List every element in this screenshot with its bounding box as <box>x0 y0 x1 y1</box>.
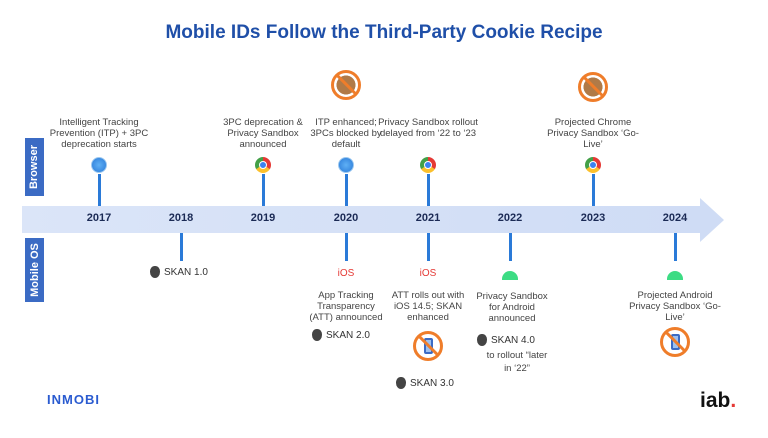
safari-icon <box>91 157 107 173</box>
skan-text: SKAN 3.0 <box>410 377 454 389</box>
year-2017: 2017 <box>86 212 112 224</box>
page-title: Mobile IDs Follow the Third-Party Cookie… <box>165 22 603 43</box>
lane-label-text: Browser <box>28 144 41 190</box>
event-2024-mobile: Projected Android Privacy Sandbox ‘Go-Li… <box>629 290 721 323</box>
connector <box>179 233 183 261</box>
skan-4-label: SKAN 4.0 <box>477 334 535 346</box>
timeline-arrowhead <box>700 198 724 242</box>
year-2020: 2020 <box>333 212 359 224</box>
lane-label-text: Mobile OS <box>28 243 41 297</box>
connector <box>508 233 512 261</box>
skan-text: SKAN 2.0 <box>326 329 370 341</box>
year-2018: 2018 <box>168 212 194 224</box>
connector <box>97 174 101 206</box>
iab-logo-text: iab <box>700 389 731 412</box>
android-icon <box>502 271 518 280</box>
connector <box>261 174 265 206</box>
ios-logo: iOS <box>337 268 355 279</box>
year-2022: 2022 <box>497 212 523 224</box>
skan-1-label: SKAN 1.0 <box>150 266 208 278</box>
event-2019-browser: 3PC deprecation & Privacy Sandbox announ… <box>223 117 303 150</box>
skan-4-note: to rollout “later in ‘22” <box>486 350 548 374</box>
android-icon <box>667 271 683 280</box>
ios-logo: iOS <box>419 268 437 279</box>
year-2024: 2024 <box>662 212 688 224</box>
connector <box>344 233 348 261</box>
skan-text: SKAN 1.0 <box>164 266 208 278</box>
connector <box>673 233 677 261</box>
chrome-icon <box>255 157 271 173</box>
lane-label-mobile: Mobile OS <box>25 238 44 302</box>
blocked-cookie-icon <box>578 72 608 102</box>
year-2023: 2023 <box>580 212 606 224</box>
blocked-phone-icon <box>413 331 443 361</box>
skan-text: SKAN 4.0 <box>491 334 535 346</box>
event-2022-mobile: Privacy Sandbox for Android announced <box>476 291 548 324</box>
chrome-icon <box>585 157 601 173</box>
skan-3-label: SKAN 3.0 <box>396 377 454 389</box>
event-2021-browser: Privacy Sandbox rollout delayed from ‘22… <box>378 117 478 139</box>
skan-2-label: SKAN 2.0 <box>312 329 370 341</box>
connector <box>426 233 430 261</box>
connector <box>344 174 348 206</box>
event-2023-browser: Projected Chrome Privacy Sandbox ‘Go-Liv… <box>547 117 639 150</box>
blocked-phone-icon <box>660 327 690 357</box>
connector <box>426 174 430 206</box>
event-2021-mobile: ATT rolls out with iOS 14.5; SKAN enhanc… <box>391 290 465 323</box>
chrome-icon <box>420 157 436 173</box>
event-2020-mobile: App Tracking Transparency (ATT) announce… <box>309 290 383 323</box>
apple-icon <box>477 334 487 346</box>
connector <box>591 174 595 206</box>
event-2017-browser: Intelligent Tracking Prevention (ITP) + … <box>49 117 149 150</box>
apple-icon <box>312 329 322 341</box>
year-2021: 2021 <box>415 212 441 224</box>
timeline-band <box>22 206 702 233</box>
year-2019: 2019 <box>250 212 276 224</box>
safari-icon <box>338 157 354 173</box>
lane-label-browser: Browser <box>25 138 44 196</box>
event-2020-browser: ITP enhanced; 3PCs blocked by default <box>310 117 382 150</box>
apple-icon <box>150 266 160 278</box>
inmobi-logo: INMOBI <box>47 392 100 407</box>
iab-logo: iab. <box>700 389 737 412</box>
apple-icon <box>396 377 406 389</box>
blocked-cookie-icon <box>331 70 361 100</box>
